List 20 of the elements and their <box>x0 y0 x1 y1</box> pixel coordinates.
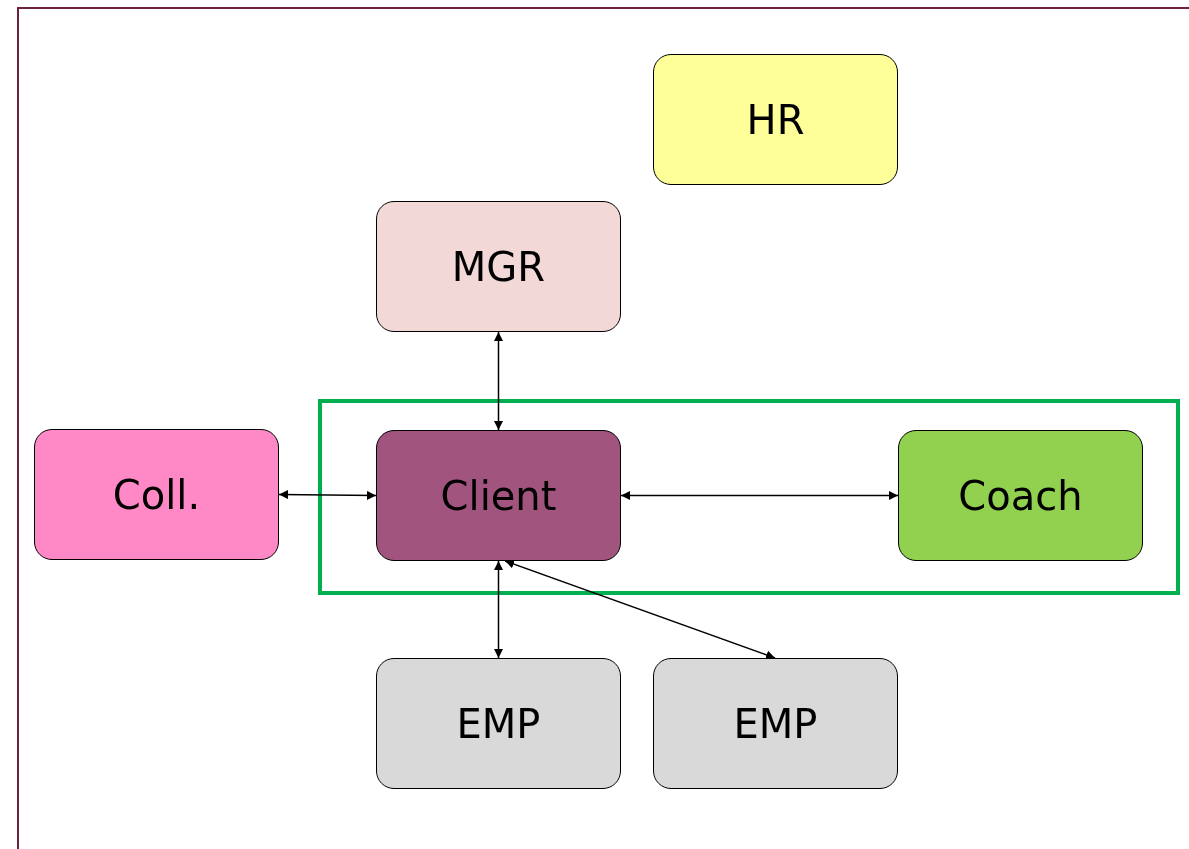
role-box <box>653 658 898 789</box>
node-label: Coll. <box>112 471 201 518</box>
double-arrow <box>494 560 503 659</box>
double-arrow <box>504 559 776 660</box>
role-box <box>376 430 621 561</box>
role-box <box>653 54 898 185</box>
double-arrow <box>494 331 503 431</box>
double-arrow <box>620 491 899 500</box>
role-box <box>898 430 1143 561</box>
node-label: MGR <box>451 243 546 290</box>
node-label: HR <box>746 96 805 143</box>
node-label: EMP <box>733 700 818 747</box>
node-label: Coach <box>958 472 1083 519</box>
node-label: Client <box>440 472 557 519</box>
double-arrow <box>278 490 377 500</box>
role-box <box>376 201 621 332</box>
group-frame <box>318 399 1180 595</box>
node-label: EMP <box>456 700 541 747</box>
role-box <box>376 658 621 789</box>
role-box <box>34 429 279 560</box>
